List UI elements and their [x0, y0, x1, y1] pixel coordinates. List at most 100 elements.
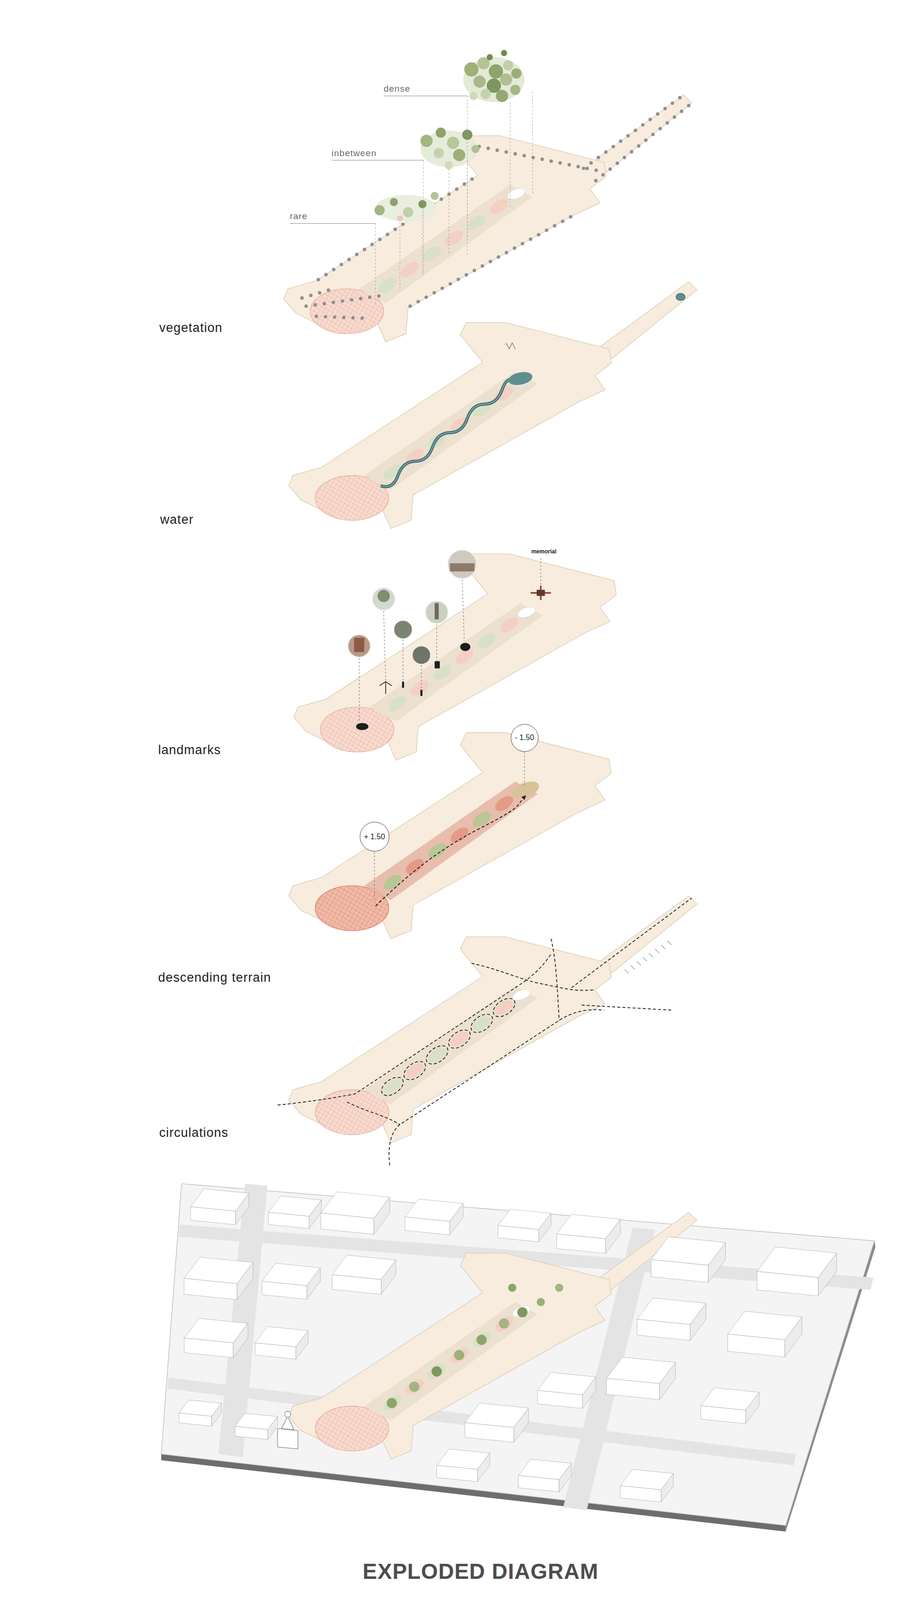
diagram-title: EXPLODED DIAGRAM: [362, 1559, 599, 1585]
tree-dots: [583, 95, 684, 169]
building-block: [518, 1459, 572, 1493]
landmark-photo: [425, 601, 449, 624]
layer-name: vegetation: [158, 320, 223, 335]
label-anchor: circulations: [158, 1125, 229, 1141]
water-channel: [380, 379, 515, 487]
church-symbol: [277, 1411, 298, 1450]
plaza-trees: [476, 1335, 487, 1346]
leader-line: [331, 159, 424, 161]
label-anchor: landmarks: [158, 743, 222, 758]
tree-canopy: [444, 161, 453, 170]
city-model: [161, 1184, 876, 1533]
tree-canopy: [374, 49, 525, 222]
tree-canopy: [473, 75, 486, 88]
circulation-path: [445, 1026, 474, 1053]
circulation-path: [388, 1009, 604, 1166]
leader-line: [289, 95, 468, 224]
leader-line: [467, 95, 468, 256]
leader-line: [422, 208, 423, 274]
tree-canopy: [418, 199, 427, 208]
building-block: [268, 1196, 322, 1229]
water-channel: [675, 293, 686, 301]
church-symbol: [281, 1416, 294, 1430]
landmark-object: [536, 589, 545, 596]
slope-arrow: [375, 796, 526, 907]
water-channel: [506, 370, 534, 388]
terrain-band: [447, 824, 471, 846]
circulation-path: [277, 954, 551, 1106]
tree-dots: [410, 215, 574, 307]
stair-lines: [624, 941, 672, 974]
landmark-photo: [393, 620, 412, 640]
terrain-layer: [288, 732, 612, 939]
landmarks-layer: [293, 554, 617, 761]
north-arrow: [506, 342, 516, 349]
city-model: [161, 1184, 875, 1527]
tree-canopy: [510, 84, 521, 96]
church-symbol: [277, 1428, 298, 1450]
circulation-path: [490, 995, 519, 1022]
plaza-trees: [517, 1307, 528, 1318]
tree-dots: [318, 175, 478, 280]
building-block: [637, 1298, 707, 1341]
leader-line: [540, 558, 541, 587]
landmark-object: [459, 642, 471, 651]
stair-lines: [624, 941, 672, 974]
water-channel: [380, 379, 515, 487]
label-anchor: water: [160, 512, 194, 527]
tree-canopy: [430, 191, 439, 200]
elevation-circle: + 1.50: [359, 822, 390, 852]
leader-line: [399, 222, 401, 291]
layer-sublabel: inbetween: [331, 148, 377, 159]
tree-canopy: [480, 88, 492, 100]
leader-line: [420, 665, 422, 690]
leader-line: [509, 102, 511, 210]
leader-line: [358, 658, 360, 721]
plaza-trees: [386, 1398, 397, 1409]
title-anchor: EXPLODED DIAGRAM: [362, 1559, 599, 1585]
tree-canopy: [375, 195, 437, 222]
landmark-photo: [372, 587, 396, 611]
vegetation-layer: [283, 49, 692, 342]
leader-line: [375, 223, 376, 307]
building-block: [332, 1255, 396, 1295]
leader-line: [402, 640, 404, 682]
terrain-band: [492, 793, 516, 815]
landmark-photo: [377, 589, 390, 602]
water-layer: [288, 322, 612, 529]
leader-line: [467, 157, 468, 237]
building-block: [606, 1357, 676, 1400]
circulation-path: [422, 1042, 452, 1069]
church-symbol: [284, 1411, 291, 1418]
tree-canopy: [503, 60, 514, 71]
landmark-photo: [411, 646, 431, 665]
building-block: [179, 1400, 222, 1427]
label-anchor: memorial: [531, 546, 557, 556]
building-block: [254, 1326, 309, 1360]
landmark-photo: [354, 637, 365, 652]
terrain-layer: [288, 732, 612, 939]
building-block: [261, 1263, 321, 1300]
layer-sublabel: rare: [289, 211, 308, 222]
building-block: [651, 1236, 726, 1283]
leader-line: [289, 223, 376, 224]
tree-canopy: [495, 89, 508, 103]
circulation-path: [347, 1102, 401, 1125]
plaza-trees: [499, 1318, 510, 1330]
plaza-trees: [409, 1382, 420, 1393]
terrain-band: [470, 808, 494, 830]
label-anchor: descending terrain: [158, 970, 271, 986]
landmark-photo: [348, 634, 371, 658]
label-anchor: dense: [383, 83, 411, 95]
leader-line: [462, 579, 465, 642]
landmark-object: [356, 723, 369, 731]
landmark-object: [402, 681, 404, 689]
leader-line: [532, 91, 533, 194]
elevation-value: - 1.50: [514, 733, 535, 743]
circulation-path: [571, 898, 692, 989]
landmark-photo: [434, 603, 439, 620]
circulation-layer: [277, 896, 698, 1166]
plaza-trees: [536, 1298, 545, 1307]
elevation-value: + 1.50: [364, 832, 386, 842]
